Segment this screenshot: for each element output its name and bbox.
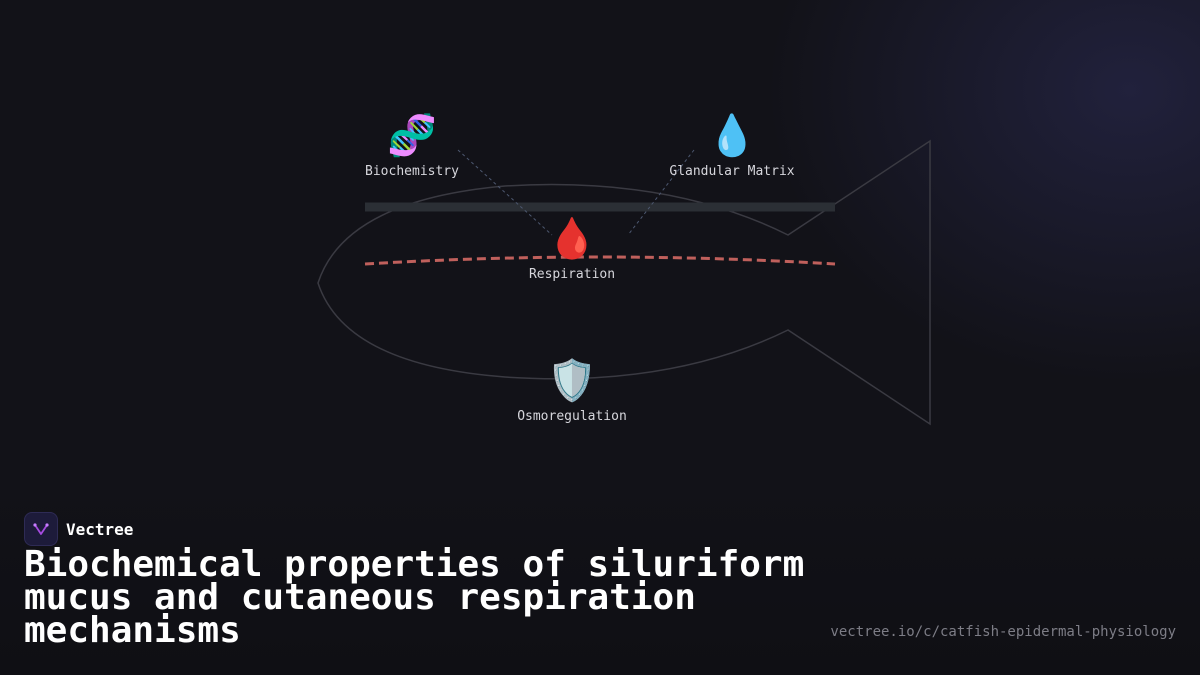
node-label: Osmoregulation <box>517 409 627 424</box>
lateral-line <box>364 255 836 266</box>
fish-outline <box>317 139 931 426</box>
brand-name: Vectree <box>66 519 134 539</box>
shield-icon: 🛡️ <box>547 358 597 404</box>
node-label: Glandular Matrix <box>669 164 795 179</box>
node-glandular-matrix[interactable]: 💧 Glandular Matrix <box>632 112 832 179</box>
node-biochemistry[interactable]: 🧬 Biochemistry <box>312 112 512 179</box>
node-label: Biochemistry <box>365 164 459 179</box>
droplet-icon: 💧 <box>707 113 757 159</box>
page-url[interactable]: vectree.io/c/catfish-epidermal-physiolog… <box>830 624 1176 640</box>
brand[interactable]: Vectree <box>24 512 133 546</box>
blood-drop-icon: 🩸 <box>547 216 597 262</box>
dna-icon: 🧬 <box>387 113 437 159</box>
node-respiration[interactable]: 🩸 Respiration <box>472 215 672 282</box>
node-osmoregulation[interactable]: 🛡️ Osmoregulation <box>472 357 672 424</box>
page-title: Biochemical properties of siluriform muc… <box>24 544 805 651</box>
node-label: Respiration <box>528 267 616 282</box>
vectree-logo-icon <box>24 512 58 546</box>
